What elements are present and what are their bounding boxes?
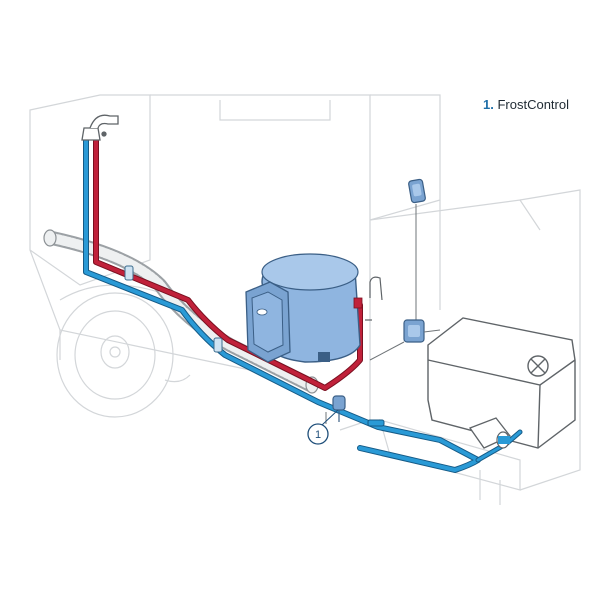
- frostcontrol-valve: [325, 395, 346, 424]
- legend-number: 1.: [483, 97, 494, 112]
- faucet: [81, 114, 119, 141]
- control-panel: [408, 178, 426, 320]
- callout-marker-1: 1: [307, 409, 339, 445]
- inline-filter: [367, 419, 385, 427]
- switch-box: [369, 319, 441, 361]
- water-tank: [427, 317, 576, 449]
- water-pump: [468, 417, 512, 449]
- callout-number: 1: [315, 429, 321, 441]
- legend-frostcontrol: 1. FrostControl: [483, 97, 569, 112]
- water-heater-unit: [245, 253, 363, 363]
- pipe-clamps: [124, 265, 223, 353]
- legend-label: FrostControl: [497, 97, 569, 112]
- vent-pipe: [365, 276, 383, 321]
- vehicle-outline: [29, 94, 581, 505]
